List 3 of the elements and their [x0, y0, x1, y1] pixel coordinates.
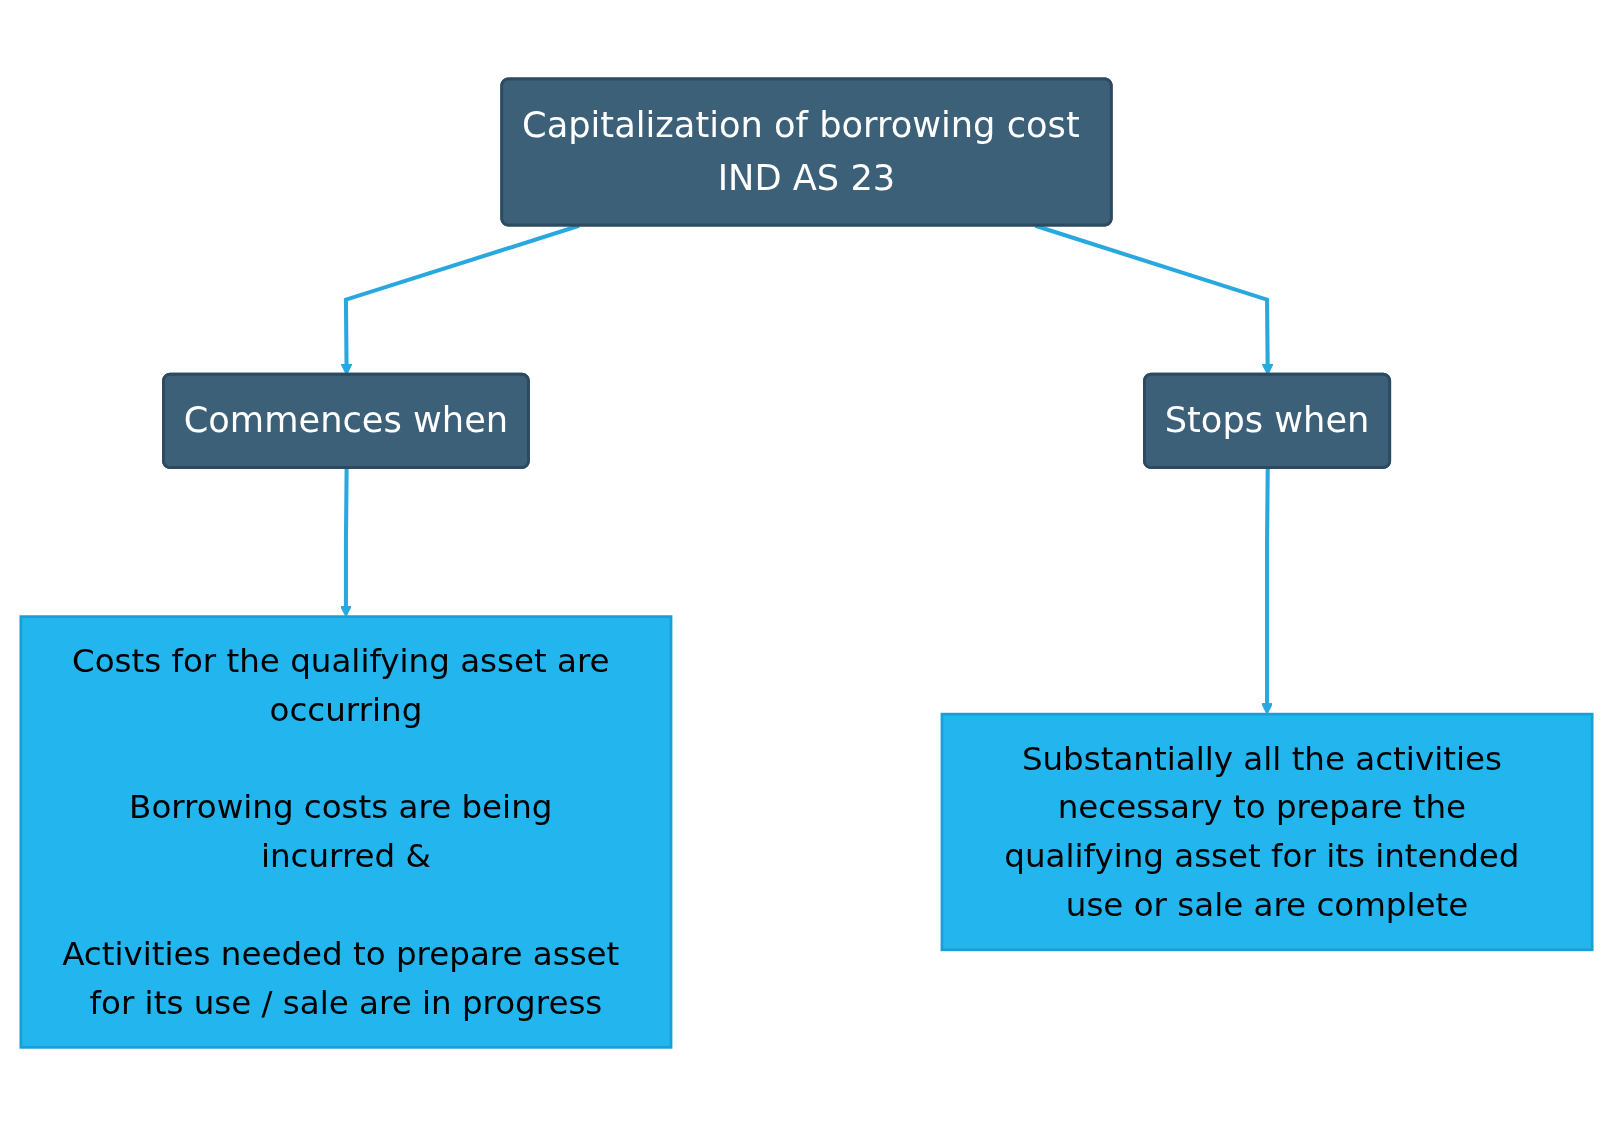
arrow: [1261, 468, 1273, 715]
node-box: Substantially all the activities necessary to prepare the qualifying asset for its intended use or sale are complete: [940, 712, 1594, 952]
node-box: Costs for the qualifying asset are occurring Borrowing costs are being incurred & Activities needed to prepare asset for its use / sale are in progress: [19, 615, 673, 1049]
